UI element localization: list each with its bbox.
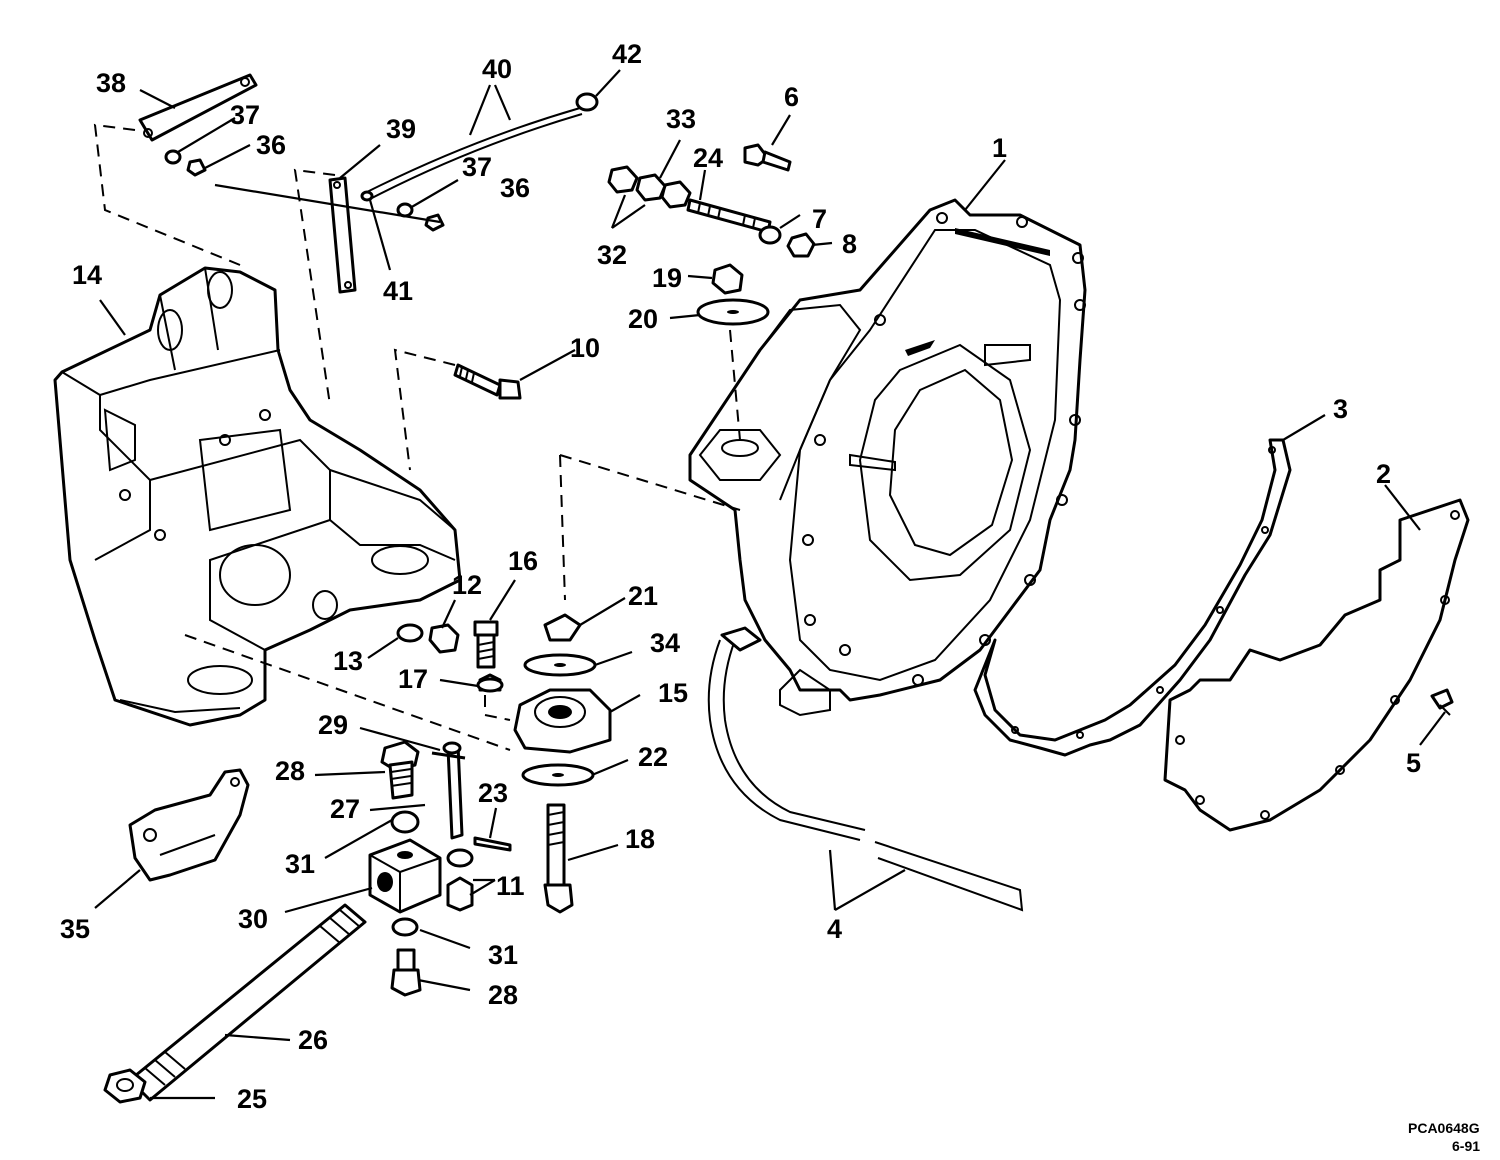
- callout-7: 7: [812, 204, 827, 234]
- callout-39: 39: [386, 114, 416, 144]
- callout-2: 2: [1376, 459, 1391, 489]
- callout-8: 8: [842, 229, 857, 259]
- callout-13: 13: [333, 646, 363, 676]
- callout-20: 20: [628, 304, 658, 334]
- callout-labels: 1 2 3 4 5 6 7 8 10 11 12 13 14 15 16 17 …: [60, 39, 1421, 1114]
- drawing-date: 6-91: [1452, 1138, 1480, 1154]
- callout-31-upper: 31: [285, 849, 315, 879]
- callout-30: 30: [238, 904, 268, 934]
- callout-3: 3: [1333, 394, 1348, 424]
- screw-part-5: [1430, 688, 1454, 716]
- callout-24: 24: [693, 143, 723, 173]
- engine-mount-assembly: [473, 613, 612, 914]
- cover-plate-part-2: [1163, 498, 1470, 832]
- nut-washer-parts-19-20: [696, 263, 770, 326]
- callout-5: 5: [1406, 748, 1421, 778]
- callout-35: 35: [60, 914, 90, 944]
- callout-33: 33: [666, 104, 696, 134]
- callout-37-lower: 37: [462, 152, 492, 182]
- bracket-part-35: [128, 768, 250, 882]
- callout-4: 4: [827, 914, 842, 944]
- callout-37-upper: 37: [230, 100, 260, 130]
- drain-hose-part-4: [707, 626, 1024, 912]
- callout-41: 41: [383, 276, 413, 306]
- callout-40: 40: [482, 54, 512, 84]
- drawing-code: PCA0648G: [1408, 1120, 1480, 1136]
- callout-21: 21: [628, 581, 658, 611]
- callout-29: 29: [318, 710, 348, 740]
- alignment-dashed-lines: [93, 123, 741, 751]
- callout-16: 16: [508, 546, 538, 576]
- bolt-part-10: [453, 363, 522, 400]
- callout-31-lower: 31: [488, 940, 518, 970]
- fitting-block-parts-11-23-27-31: [368, 740, 512, 997]
- callout-15: 15: [658, 678, 688, 708]
- callout-36-upper: 36: [256, 130, 286, 160]
- hardware-parts-6-7-8-24-32-33: [607, 143, 816, 258]
- callout-18: 18: [625, 824, 655, 854]
- ground-strap-parts-36-42: [138, 73, 599, 294]
- callout-27: 27: [330, 794, 360, 824]
- callout-26: 26: [298, 1025, 328, 1055]
- callout-6: 6: [784, 82, 799, 112]
- callout-14: 14: [72, 260, 102, 290]
- callout-28-lower: 28: [488, 980, 518, 1010]
- nut-washer-parts-12-13: [396, 623, 460, 654]
- callout-28-upper: 28: [275, 756, 305, 786]
- callout-19: 19: [652, 263, 682, 293]
- flywheel-housing-part-1: [688, 198, 1087, 717]
- callout-12: 12: [452, 570, 482, 600]
- leader-lines: [94, 69, 1446, 1100]
- callout-25: 25: [237, 1084, 267, 1114]
- callout-34: 34: [650, 628, 680, 658]
- gasket-part-3: [973, 438, 1292, 757]
- callout-11: 11: [496, 871, 525, 901]
- callout-38: 38: [96, 68, 126, 98]
- callout-10: 10: [570, 333, 600, 363]
- callout-17: 17: [398, 664, 428, 694]
- callout-42: 42: [612, 39, 642, 69]
- callout-36-lower: 36: [500, 173, 530, 203]
- pipe-nut-parts-25-26: [103, 903, 367, 1104]
- transom-bracket-part-14: [53, 266, 462, 727]
- callout-23: 23: [478, 778, 508, 808]
- callout-32: 32: [597, 240, 627, 270]
- callout-22: 22: [638, 742, 668, 772]
- callout-1: 1: [992, 133, 1007, 163]
